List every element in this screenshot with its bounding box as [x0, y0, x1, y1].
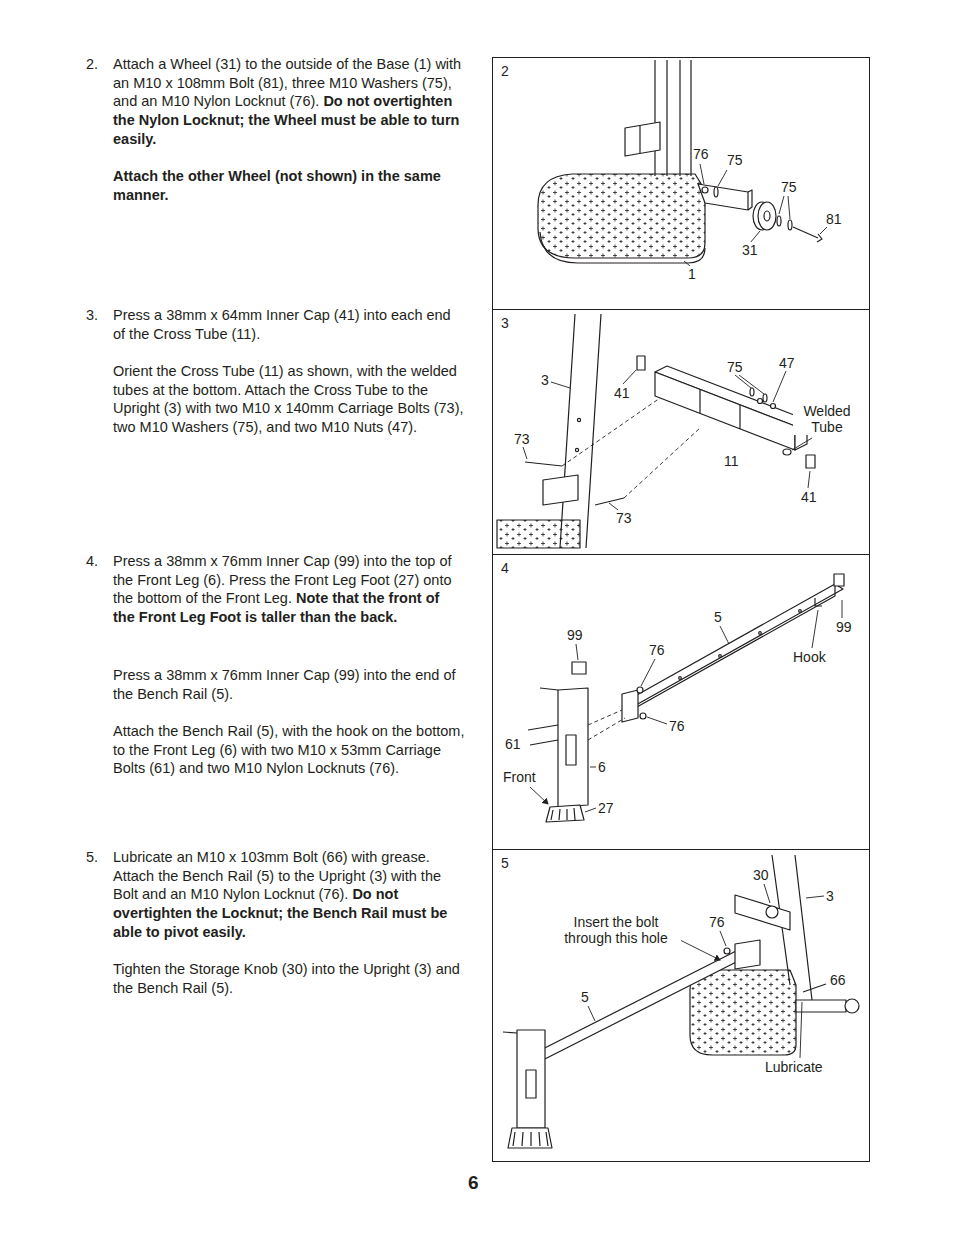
callout-number: 75 [781, 179, 797, 195]
instruction-paragraph: Orient the Cross Tube (11) as shown, wit… [113, 362, 465, 437]
instruction-paragraph: 4. [86, 552, 98, 571]
callout-holder: 75 [780, 179, 798, 195]
callout-number: 76 [649, 642, 665, 658]
callout-holder: 76 [668, 718, 686, 734]
callout-holder: 73 [615, 510, 633, 526]
callout-holder: 5 [713, 609, 723, 625]
instruction-paragraph: Press a 38mm x 64mm Inner Cap (41) into … [113, 306, 465, 343]
callout-note: Hook [793, 649, 826, 665]
instruction-text: Attach the Bench Rail (5), with the hook… [113, 723, 464, 776]
callout-number: 30 [753, 867, 769, 883]
instruction-text: Tighten the Storage Knob (30) into the U… [113, 961, 460, 996]
callout-holder: Front [502, 769, 537, 785]
callout-holder: 61 [504, 736, 522, 752]
callout-number: 6 [598, 759, 606, 775]
instruction-paragraph: Attach the Bench Rail (5), with the hook… [113, 722, 465, 778]
step-panel: 4 [492, 554, 870, 850]
callout-holder: 6 [597, 759, 607, 775]
callout-number: 1 [688, 266, 696, 282]
step-panel: 2 [492, 57, 870, 310]
callout-number: 76 [693, 146, 709, 162]
instruction-paragraph: 3. [86, 306, 98, 325]
callout-number: 75 [727, 152, 743, 168]
panel-number: 5 [501, 855, 509, 871]
callout-holder: 3 [825, 888, 835, 904]
callout-holder: 11 [723, 453, 740, 469]
callout-note: Front [503, 769, 536, 785]
callout-number: 81 [826, 211, 842, 227]
callout-holder: 41 [613, 385, 631, 401]
callout-note: Insert the bolt through this hole [564, 914, 668, 946]
callout-holder: 41 [800, 489, 818, 505]
callout-number: 5 [581, 989, 589, 1005]
step-number: 5. [86, 849, 98, 865]
callout-holder: 30 [752, 867, 770, 883]
callout-number: 11 [724, 453, 739, 469]
callout-number: 3 [826, 888, 834, 904]
callout-holder: 75 [726, 359, 744, 375]
callout-holder: 76 [708, 914, 726, 930]
panel-number: 4 [501, 560, 509, 576]
callout-number: 5 [714, 609, 722, 625]
instruction-paragraph: Attach a Wheel (31) to the outside of th… [113, 55, 465, 149]
callout-holder: Hook [792, 649, 827, 665]
callout-holder: Insert the bolt through this hole [551, 914, 681, 946]
callout-holder: 99 [566, 627, 584, 643]
step-number: 4. [86, 553, 98, 569]
page-number-holder: 6 [468, 1174, 479, 1193]
callout-holder: Lubricate [764, 1059, 824, 1075]
instruction-text: Press a 38mm x 76mm Inner Cap (99) into … [113, 667, 456, 702]
callout-number: 66 [830, 972, 846, 988]
step-number: 3. [86, 307, 98, 323]
callout-note: Welded Tube [803, 403, 850, 435]
instruction-paragraph: Lubricate an M10 x 103mm Bolt (66) with … [113, 848, 465, 942]
callout-holder: 1 [687, 266, 697, 282]
instruction-text: Orient the Cross Tube (11) as shown, wit… [113, 363, 464, 435]
callout-holder: 81 [825, 211, 843, 227]
callout-holder: 75 [726, 152, 744, 168]
instruction-paragraph: Tighten the Storage Knob (30) into the U… [113, 960, 465, 997]
callout-holder: 76 [692, 146, 710, 162]
callout-note: Lubricate [765, 1059, 823, 1075]
instruction-text: Press a 38mm x 64mm Inner Cap (41) into … [113, 307, 451, 342]
callout-number: 73 [514, 431, 530, 447]
callout-holder: 66 [829, 972, 847, 988]
callout-number: 99 [836, 619, 852, 635]
callout-number: 61 [505, 736, 521, 752]
callout-number: 73 [616, 510, 632, 526]
instruction-paragraph: Attach the other Wheel (not shown) in th… [113, 167, 465, 204]
callout-holder: 76 [648, 642, 666, 658]
callout-number: 47 [779, 355, 795, 371]
callout-holder: 31 [741, 242, 759, 258]
instruction-paragraph: 2. [86, 55, 98, 74]
callout-number: 75 [727, 359, 743, 375]
callout-holder: 47 [778, 355, 796, 371]
panel-number: 3 [501, 315, 509, 331]
callout-holder: 73 [513, 431, 531, 447]
instruction-paragraph: 5. [86, 848, 98, 867]
page-number: 6 [468, 1172, 479, 1193]
callout-number: 76 [709, 914, 725, 930]
panel-number: 2 [501, 63, 509, 79]
callout-holder: Welded Tube [793, 403, 861, 435]
instruction-paragraph: Press a 38mm x 76mm Inner Cap (99) into … [113, 552, 465, 627]
callout-number: 76 [669, 718, 685, 734]
callout-holder: 27 [597, 800, 615, 816]
callout-holder: 3 [540, 372, 550, 388]
callout-holder: 5 [580, 989, 590, 1005]
warning-text: Attach the other Wheel (not shown) in th… [113, 168, 441, 203]
callout-number: 99 [567, 627, 583, 643]
instruction-paragraph: Press a 38mm x 76mm Inner Cap (99) into … [113, 666, 465, 703]
callout-number: 27 [598, 800, 614, 816]
callout-number: 41 [614, 385, 630, 401]
step-panel: 5 [492, 849, 870, 1162]
callout-number: 31 [742, 242, 758, 258]
callout-number: 3 [541, 372, 549, 388]
callout-number: 41 [801, 489, 817, 505]
step-number: 2. [86, 56, 98, 72]
callout-holder: 99 [835, 619, 853, 635]
